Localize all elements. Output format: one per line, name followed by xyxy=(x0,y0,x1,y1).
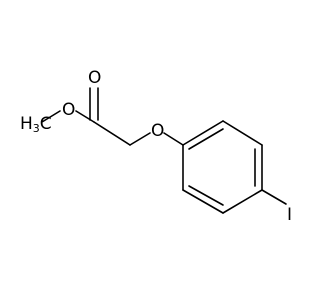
ring-bond-5 xyxy=(182,189,224,214)
ring-bond-5-inner xyxy=(188,185,224,206)
methyl-label: H3C xyxy=(20,114,52,135)
methyl-h: H xyxy=(20,114,33,134)
bond-oxygen-carbonyl-carbon xyxy=(75,110,95,123)
iodine-label: I xyxy=(287,205,292,225)
ring-bond-1 xyxy=(182,120,224,146)
ring-bond-2 xyxy=(222,120,263,146)
bond-ether-oxygen-ring xyxy=(163,132,184,146)
bond-ring-iodine xyxy=(261,189,287,205)
ester-oxygen-label: O xyxy=(62,100,75,120)
ether-oxygen-label: O xyxy=(151,121,164,141)
molecule-structure: H3C O O O I xyxy=(20,68,292,225)
bond-methyl-oxygen xyxy=(41,110,61,123)
carbonyl-oxygen-label: O xyxy=(88,68,101,88)
bond-methylene-ether-oxygen xyxy=(129,132,151,146)
ring-bond-1-inner xyxy=(188,128,224,150)
bond-carbonyl-methylene xyxy=(93,121,131,146)
methyl-subscript: 3 xyxy=(33,122,40,135)
ring-bond-4 xyxy=(222,189,263,214)
methyl-c: C xyxy=(40,114,52,134)
